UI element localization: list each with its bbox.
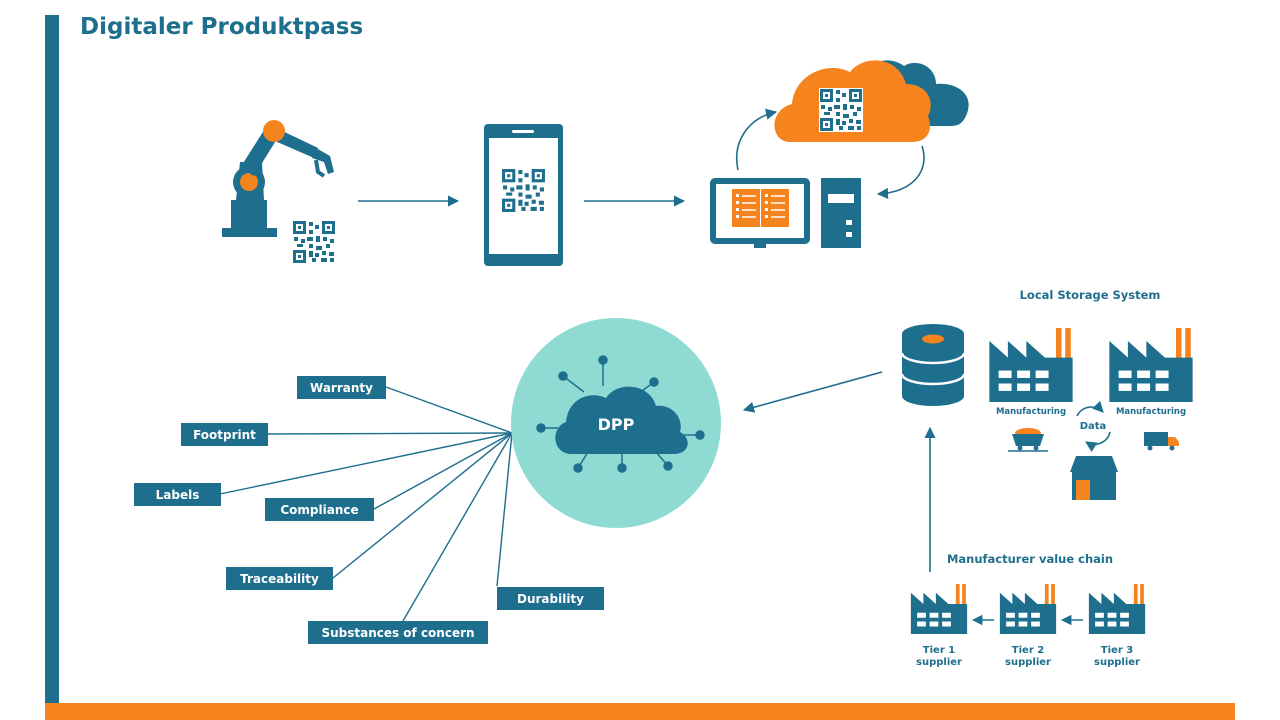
factory-icon (989, 328, 1073, 402)
attribute-box-labels (134, 483, 221, 506)
mine-cart-icon (1008, 428, 1048, 452)
attribute-label-compliance: Compliance (280, 503, 358, 517)
attribute-connectors (219, 386, 513, 622)
attribute-box-traceability (226, 567, 333, 590)
attribute-label-traceability: Traceability (240, 572, 319, 586)
factory-icon (1088, 584, 1146, 634)
manufacturing-label-left: Manufacturing (996, 407, 1066, 417)
tier3-line1: Tier 3 (1101, 645, 1133, 656)
attribute-label-footprint: Footprint (193, 428, 256, 442)
data-label: Data (1080, 421, 1107, 432)
attribute-label-labels: Labels (156, 488, 200, 502)
warehouse-icon (1070, 456, 1118, 500)
factory-icon (999, 584, 1057, 634)
tier2-line2: supplier (1005, 657, 1051, 668)
attribute-label-warranty: Warranty (310, 381, 373, 395)
cloud-icon (774, 60, 969, 142)
truck-icon (1144, 432, 1179, 451)
server-tower-icon (821, 178, 861, 248)
arrow-to-cloud (736, 108, 778, 171)
attribute-box-substances (308, 621, 488, 644)
dpp-hub: DPP (511, 318, 721, 528)
database-icon (900, 324, 966, 406)
network-nodes (536, 355, 705, 473)
factory-icon (910, 584, 968, 634)
tier1-line1: Tier 1 (923, 645, 955, 656)
arrow-from-cloud (876, 145, 925, 200)
arrow-storage-to-dpp (742, 371, 883, 413)
qr-code-icon (292, 220, 336, 264)
smartphone-icon (484, 124, 563, 266)
cycle-arrows-icon (1076, 400, 1111, 453)
dpp-label: DPP (598, 415, 635, 434)
qr-code-icon (501, 168, 546, 213)
monitor-icon (710, 178, 810, 248)
attribute-box-warranty (297, 376, 386, 399)
attribute-box-compliance (265, 498, 374, 521)
value-chain-heading: Manufacturer value chain (947, 552, 1113, 566)
left-accent-bar (45, 15, 59, 705)
local-storage-heading: Local Storage System (1020, 288, 1161, 302)
tier3-line2: supplier (1094, 657, 1140, 668)
factory-icon (1109, 328, 1193, 402)
qr-code-icon (819, 88, 863, 132)
attribute-boxes: Warranty Footprint Labels Compliance Tra… (134, 376, 604, 644)
tier1-line2: supplier (916, 657, 962, 668)
manufacturing-label-right: Manufacturing (1116, 407, 1186, 417)
cloud-icon (555, 386, 688, 454)
page-title: Digitaler Produktpass (80, 14, 363, 40)
robot-arm-icon (222, 120, 334, 237)
tier2-line1: Tier 2 (1012, 645, 1044, 656)
attribute-label-substances: Substances of concern (321, 626, 474, 640)
bottom-accent-bar (45, 703, 1235, 720)
attribute-label-durability: Durability (517, 592, 584, 606)
attribute-box-footprint (181, 423, 268, 446)
attribute-box-durability (497, 587, 604, 610)
